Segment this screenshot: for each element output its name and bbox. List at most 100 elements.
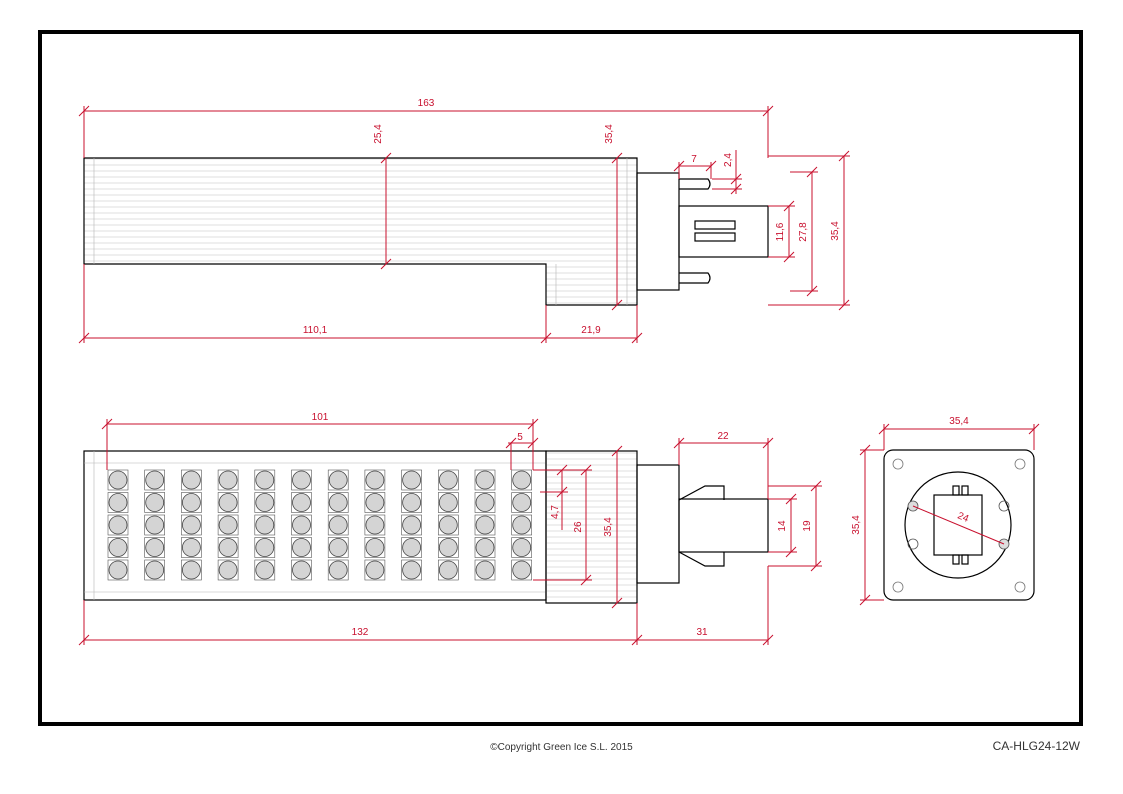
end-tab [961, 485, 969, 496]
led-frame [107, 492, 129, 513]
dim-overall-length: 163 [418, 98, 435, 109]
dim-pin-length: 7 [691, 154, 697, 165]
copyright-text: ©Copyright Green Ice S.L. 2015 [490, 742, 633, 753]
led-frame [144, 469, 165, 491]
end-tab [952, 554, 960, 565]
led-icon [292, 470, 311, 490]
led-icon [255, 493, 275, 512]
side-base [636, 172, 680, 291]
led-icon [292, 493, 311, 512]
led-icon [475, 493, 495, 512]
led-frame [181, 559, 202, 581]
led-frame [181, 469, 202, 491]
led-frame [437, 514, 459, 536]
led-frame [107, 514, 129, 536]
led-icon [328, 470, 348, 490]
led-icon [108, 470, 128, 490]
side-view [83, 157, 769, 306]
led-icon [438, 538, 458, 557]
led-frame [364, 469, 386, 491]
led-frame [511, 469, 533, 491]
led-frame [291, 559, 312, 581]
dim-end-width: 35,4 [949, 416, 969, 427]
led-frame [254, 492, 276, 513]
led-frame [327, 469, 349, 491]
led-icon [292, 560, 311, 580]
end-tab [961, 554, 969, 565]
led-icon [475, 470, 495, 490]
led-frame [474, 514, 496, 536]
led-icon [328, 515, 348, 535]
led-icon [108, 560, 128, 580]
side-pin-top [679, 178, 711, 190]
led-icon [365, 560, 385, 580]
led-frame [474, 469, 496, 491]
led-frame [254, 559, 276, 581]
led-frame [401, 514, 422, 536]
led-frame [511, 537, 533, 558]
led-icon [438, 560, 458, 580]
led-icon [328, 493, 348, 512]
led-icon [365, 493, 385, 512]
screw-hole-icon [1014, 458, 1026, 470]
led-icon [181, 560, 201, 580]
dim-led-spacing: 4,7 [550, 505, 561, 519]
top-flange-upper [678, 485, 725, 501]
led-icon [255, 470, 275, 490]
dim-flange-width: 19 [802, 520, 813, 532]
top-flange-lower [678, 551, 725, 567]
side-body [83, 157, 638, 306]
dim-pin-diagonal: 24 [956, 510, 971, 525]
led-frame [401, 559, 422, 581]
led-icon [328, 538, 348, 557]
led-frame [254, 469, 276, 491]
led-frame [107, 537, 129, 558]
drawing-frame [38, 30, 1083, 726]
led-icon [475, 560, 495, 580]
led-icon [512, 538, 532, 557]
led-icon [475, 515, 495, 535]
side-plug-slot [694, 232, 736, 242]
led-frame [254, 537, 276, 558]
led-frame [217, 537, 239, 558]
led-frame [474, 537, 496, 558]
led-frame [254, 514, 276, 536]
led-icon [292, 515, 311, 535]
led-frame [291, 469, 312, 491]
dim-pin-diameter: 2,4 [723, 153, 734, 167]
led-frame [364, 537, 386, 558]
dim-body-height: 25,4 [373, 124, 384, 144]
dim-body-width: 35,4 [603, 517, 614, 537]
dim-body-length: 110,1 [303, 325, 328, 336]
led-icon [365, 538, 385, 557]
led-frame [144, 537, 165, 558]
led-icon [438, 493, 458, 512]
end-base-circle [904, 471, 1012, 579]
led-icon [438, 470, 458, 490]
dim-led-span: 101 [312, 412, 329, 423]
led-frame [364, 492, 386, 513]
led-frame [474, 492, 496, 513]
led-frame [401, 537, 422, 558]
led-icon [255, 538, 275, 557]
led-frame [217, 492, 239, 513]
led-frame [217, 514, 239, 536]
drawing-code: CA-HLG24-12W [992, 739, 1080, 753]
dim-plug-length: 22 [717, 431, 729, 442]
led-frame [474, 559, 496, 581]
led-frame [437, 492, 459, 513]
led-frame [291, 492, 312, 513]
led-icon [402, 560, 422, 580]
led-icon [365, 470, 385, 490]
led-icon [255, 560, 275, 580]
led-frame [327, 514, 349, 536]
screw-hole-icon [1014, 581, 1026, 593]
led-icon [402, 538, 422, 557]
led-icon [512, 493, 532, 512]
led-frame [327, 537, 349, 558]
led-icon [218, 560, 238, 580]
led-frame [107, 559, 129, 581]
dim-base-height: 35,4 [830, 221, 841, 241]
led-frame [401, 492, 422, 513]
